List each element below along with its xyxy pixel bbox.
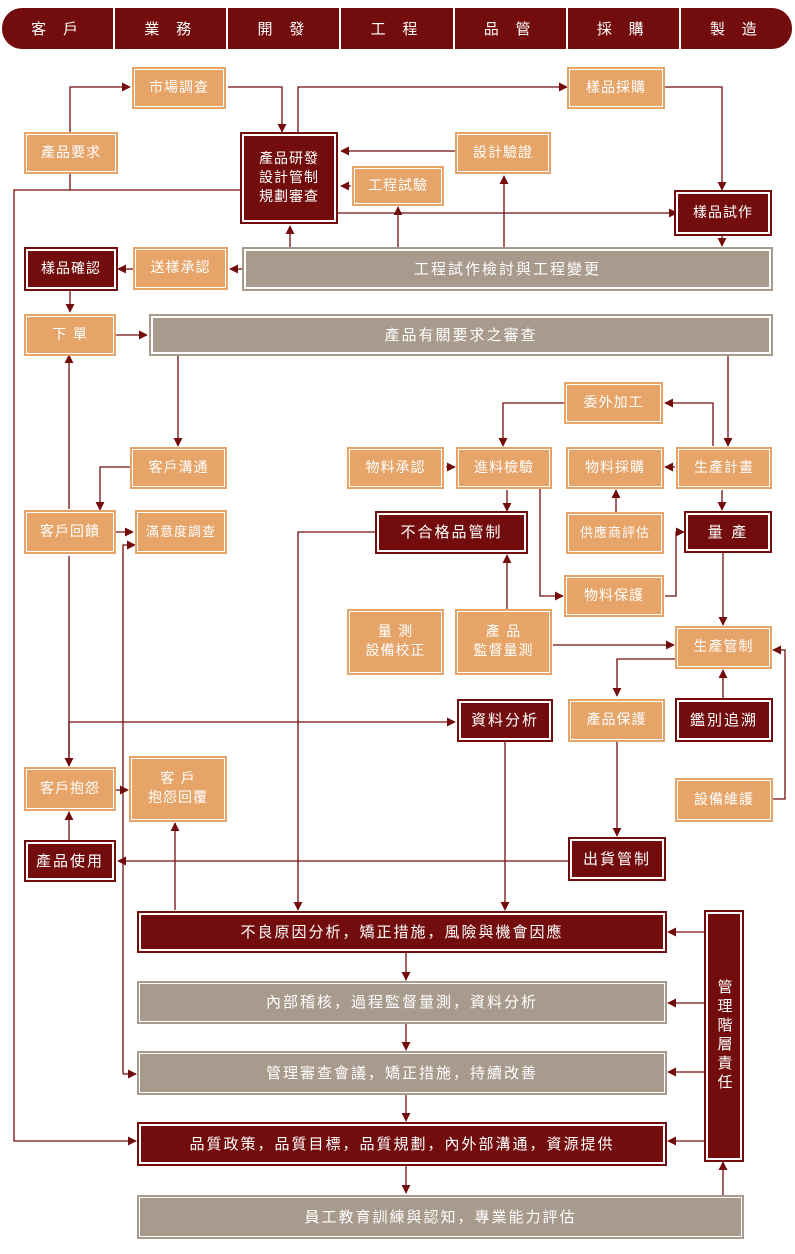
engineering-test: 工程試驗 xyxy=(352,166,444,206)
header-purchasing: 採 購 xyxy=(568,8,681,49)
product-development: 產品研發 設計管制 規劃審查 xyxy=(240,132,338,224)
design-verification: 設計驗證 xyxy=(455,132,551,174)
management-responsibility: 管理階層責任 xyxy=(704,910,744,1162)
product-protection: 產品保護 xyxy=(568,699,665,742)
production-plan: 生產計畫 xyxy=(676,447,772,489)
customer-feedback: 客戶回饋 xyxy=(24,510,116,554)
employee-training: 員工教育訓練與認知，專業能力評估 xyxy=(137,1195,744,1239)
header-development: 開 發 xyxy=(228,8,342,49)
satisfaction-survey: 滿意度調查 xyxy=(135,510,227,554)
engineering-review: 工程試作檢討與工程變更 xyxy=(242,247,773,291)
header-sales: 業 務 xyxy=(115,8,229,49)
header-engineering: 工 程 xyxy=(341,8,455,49)
data-analysis: 資料分析 xyxy=(457,699,553,742)
outsourcing: 委外加工 xyxy=(564,382,663,424)
equipment-maintenance: 設備維護 xyxy=(675,778,773,822)
requirement-review: 產品有關要求之審查 xyxy=(149,314,773,356)
quality-policy: 品質政策，品質目標，品質規劃，內外部溝通，資源提供 xyxy=(137,1122,667,1166)
header-customer: 客 戶 xyxy=(2,8,116,49)
complaint-reply: 客 戶 抱怨回覆 xyxy=(129,756,227,822)
incoming-inspection: 進料檢驗 xyxy=(456,447,552,489)
material-approval: 物料承認 xyxy=(347,447,444,489)
management-review: 管理審查會議，矯正措施，持續改善 xyxy=(137,1051,667,1095)
sample-confirm: 樣品確認 xyxy=(24,247,118,291)
shipping-control: 出貨管制 xyxy=(568,837,666,881)
department-header: 客 戶 業 務 開 發 工 程 品 管 採 購 製 造 xyxy=(2,8,792,49)
product-use: 產品使用 xyxy=(24,840,116,882)
customer-complaint: 客戶抱怨 xyxy=(24,767,116,811)
sample-purchase: 樣品採購 xyxy=(567,67,665,109)
root-cause-analysis: 不良原因分析，矯正措施，風險與機會因應 xyxy=(137,911,667,953)
material-purchase: 物料採購 xyxy=(566,447,664,489)
header-quality: 品 管 xyxy=(455,8,568,49)
nonconforming-control: 不合格品管制 xyxy=(375,511,528,554)
mass-production: 量 產 xyxy=(684,511,772,553)
market-research: 市場調查 xyxy=(132,67,226,109)
production-control: 生產管制 xyxy=(675,626,772,669)
supplier-evaluation: 供應商評估 xyxy=(566,512,664,554)
sample-trial: 樣品試作 xyxy=(674,190,772,236)
send-sample-approval: 送樣承認 xyxy=(133,247,228,290)
internal-audit: 內部稽核，過程監督量測，資料分析 xyxy=(137,981,667,1024)
traceability: 鑑別追溯 xyxy=(675,698,773,742)
measurement-calibration: 量 測 設備校正 xyxy=(347,609,444,675)
material-protection: 物料保護 xyxy=(564,575,664,617)
header-manufacturing: 製 造 xyxy=(710,20,763,38)
customer-communication: 客戶溝通 xyxy=(130,447,227,489)
order: 下 單 xyxy=(24,314,116,356)
product-monitoring: 產 品 監督量測 xyxy=(455,609,552,675)
product-requirement: 產品要求 xyxy=(24,132,118,174)
